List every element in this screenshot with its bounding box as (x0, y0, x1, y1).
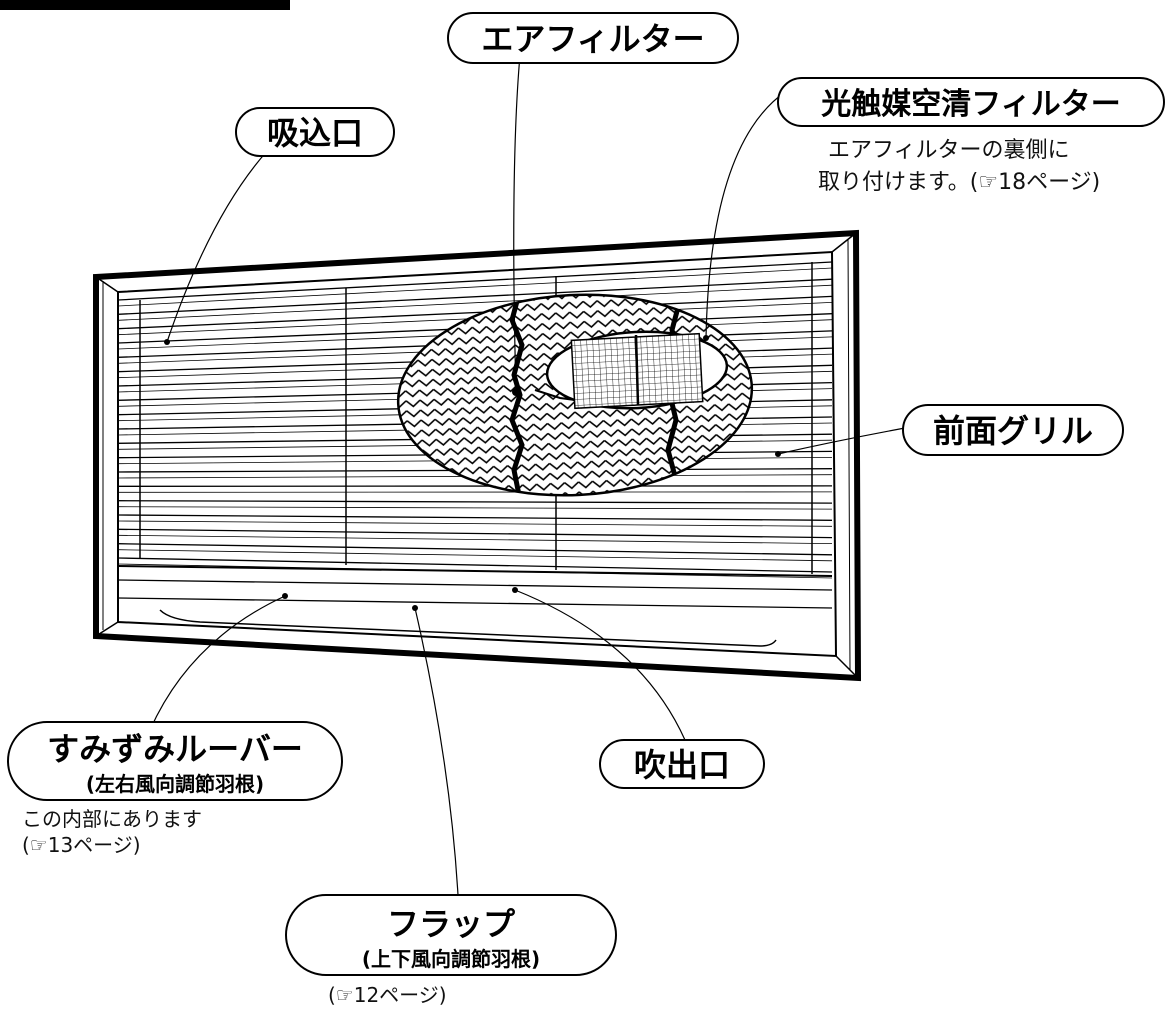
grille-slat (117, 557, 833, 573)
svg-text:吹出口: 吹出口 (634, 746, 730, 784)
photocatalyst-note-line1: エアフィルターの裏側に (828, 138, 1070, 163)
leader-dots (164, 335, 781, 611)
flap-note: (☞12ページ) (328, 983, 447, 1007)
svg-text:すみずみルーバー: すみずみルーバー (47, 730, 303, 768)
label-air-filter: エアフィルター (447, 12, 739, 64)
grille-slat-shadow (117, 267, 833, 307)
svg-text:(左右風向調節羽根): (左右風向調節羽根) (86, 772, 264, 796)
leader-intake (166, 149, 269, 343)
grille-slat (117, 514, 833, 521)
leader-air-filter (513, 54, 521, 393)
leader-louver (149, 595, 286, 731)
grille-slat-shadow (117, 520, 833, 527)
grille-slat-shadow (117, 506, 833, 510)
grille-slat (117, 543, 833, 556)
svg-text:前面グリル: 前面グリル (933, 412, 1093, 450)
leader-flap (414, 607, 459, 896)
louver-note-line2: (☞13ページ) (22, 833, 141, 857)
svg-text:(上下風向調節羽根): (上下風向調節羽根) (362, 947, 540, 971)
label-front-grille: 前面グリル (902, 404, 1124, 456)
svg-text:エアフィルター: エアフィルター (481, 20, 704, 58)
photocatalyst-note-line2: 取り付けます。(☞18ページ) (818, 170, 1100, 195)
grille-slat (117, 500, 833, 504)
grille-slat (117, 295, 833, 330)
grille-slat-shadow (117, 534, 833, 544)
grille-slat (117, 528, 833, 539)
grille-slat (117, 261, 833, 301)
leader-front-grille (777, 427, 906, 455)
louver-note-line1: この内部にあります (22, 807, 202, 831)
grille-slat-shadow (117, 549, 833, 562)
leader-lines (149, 54, 906, 896)
grille-slat-shadow (117, 284, 833, 321)
label-flap: フラップ (上下風向調節羽根) (285, 894, 617, 976)
header-bar (0, 0, 290, 10)
svg-text:光触媒空清フィルター: 光触媒空清フィルター (821, 87, 1120, 122)
label-louver: すみずみルーバー (左右風向調節羽根) (7, 721, 343, 801)
grille-slat (117, 278, 833, 315)
label-photocatalyst-filter: 光触媒空清フィルター (777, 77, 1165, 127)
outlet-flap-area (117, 565, 833, 647)
air-conditioner-unit (93, 229, 862, 682)
label-intake: 吸込口 (235, 107, 395, 157)
leader-photocatalyst (705, 91, 786, 339)
leader-outlet (514, 589, 686, 741)
svg-text:フラップ: フラップ (387, 905, 516, 943)
label-outlet: 吹出口 (599, 739, 765, 789)
filter-cutaway (396, 289, 754, 501)
svg-text:吸込口: 吸込口 (267, 114, 363, 152)
